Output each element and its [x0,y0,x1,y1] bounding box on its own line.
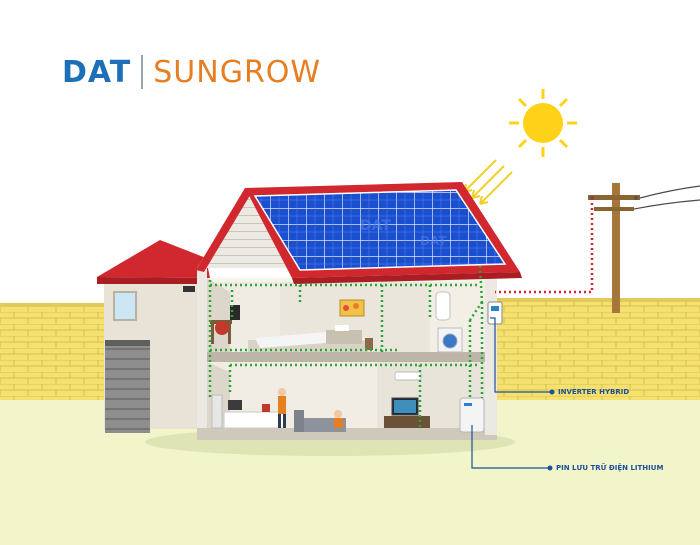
water-heater [435,291,451,321]
brand-logo: DAT SUNGROW [62,52,321,92]
kitchen [211,394,285,429]
garage [97,240,210,433]
grid-power-line [495,198,594,294]
sun-icon [509,89,577,157]
label-inverter: INVERTER HYBRID [558,388,630,396]
house-wiring [208,265,484,428]
brand-sungrow: SUNGROW [153,54,322,90]
callout-inverter [490,317,555,395]
brand-dat: DAT [62,54,132,90]
callout-battery [471,425,553,471]
bed [248,325,373,352]
solar-panel-array: DAT DAT [253,189,507,271]
study-desk [210,305,240,344]
brick-wall-right-cap [495,298,700,302]
brick-wall-left [0,305,112,400]
watermark-text-2: DAT [420,234,447,248]
air-conditioner [394,371,422,381]
security-camera [183,286,195,292]
washing-machine [437,327,463,353]
brick-wall-left-cap [0,303,112,307]
sofa [294,410,346,432]
watermark-text: DAT [360,218,391,234]
label-battery: PIN LƯU TRỮ ĐIỆN LITHIUM [556,464,664,472]
brick-wall-right [495,300,700,400]
person-standing [278,388,286,428]
utility-pole [588,183,700,313]
tv-stand [384,397,430,428]
wall-picture [339,299,365,317]
brand-separator [141,55,144,89]
